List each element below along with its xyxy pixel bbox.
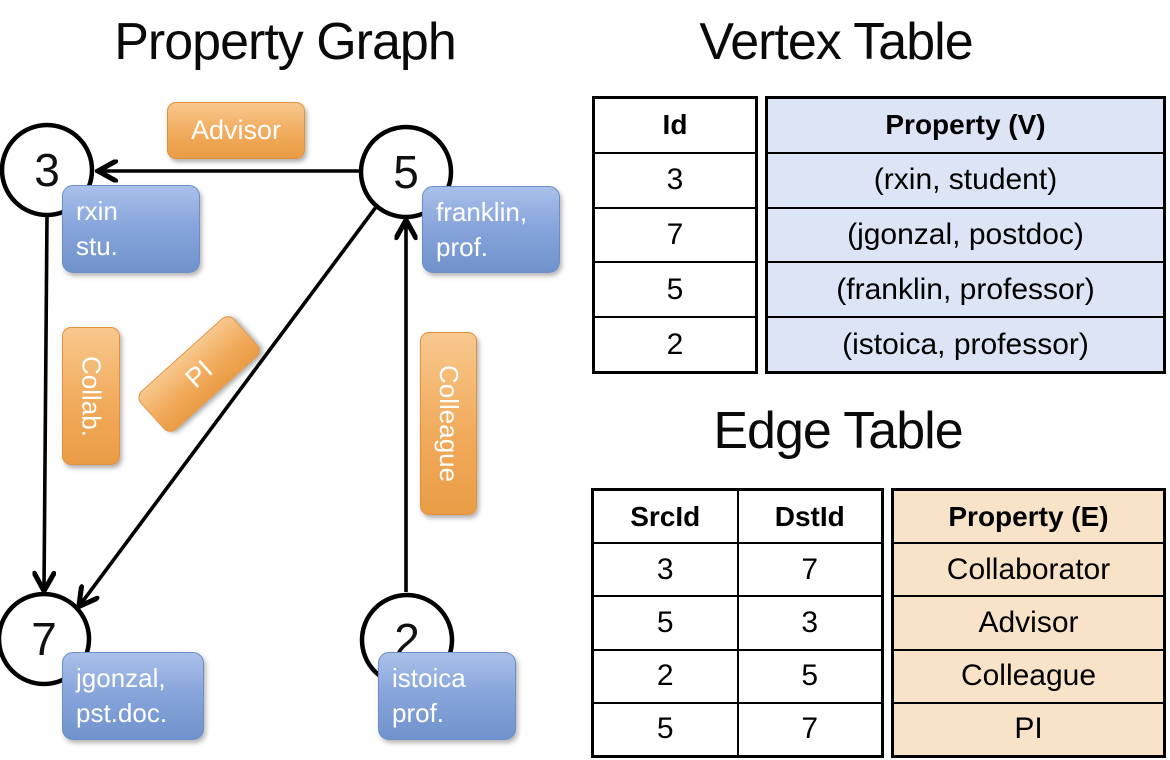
edge-table-src-cell: 5	[656, 606, 674, 639]
vertex-table-id-column: Id 3 7 5 2	[592, 96, 758, 374]
edge-label-collab: Collab.	[62, 327, 120, 465]
vertex-label-istoica-line1: istoica	[392, 663, 466, 693]
vertex-table-property-header: Property (V)	[768, 99, 1163, 152]
edge-label-advisor: Advisor	[167, 102, 305, 159]
vertex-table-property-cell: (franklin, professor)	[768, 261, 1163, 317]
vertex-table-id-cell: 5	[595, 261, 755, 316]
vertex-label-rxin-line1: rxin	[76, 196, 118, 226]
vertex-table-id-cell: 3	[595, 151, 755, 207]
edge-table-property-cell: Colleague	[894, 648, 1163, 702]
vertex-label-franklin-line2: prof.	[436, 232, 489, 262]
edge-table-dst-cell: 5	[736, 650, 882, 702]
edge-table-dst-cell: 3	[736, 597, 882, 649]
edge-table-ids-columns: SrcId DstId 3 7 5 3 2 5 5 7	[591, 488, 884, 758]
node-5-id: 5	[393, 146, 419, 198]
vertex-label-rxin-line2: stu.	[76, 231, 118, 261]
edge-table-property-header: Property (E)	[894, 491, 1163, 543]
edge-table-dst-cell: 7	[736, 703, 882, 756]
edge-table-title: Edge Table	[713, 402, 963, 460]
vertex-table-property-column: Property (V) (rxin, student) (jgonzal, p…	[765, 96, 1166, 374]
edge-table-dstid-header: DstId	[736, 491, 882, 543]
edge-table-property-column: Property (E) Collaborator Advisor Collea…	[891, 488, 1166, 758]
vertex-table-id-header: Id	[662, 109, 688, 141]
edge-table-property-cell: Collaborator	[894, 542, 1163, 596]
vertex-label-franklin-line1: franklin,	[436, 197, 528, 227]
vertex-label-jgonzal-line2: pst.doc.	[76, 698, 168, 728]
edge-table-property-cell: Advisor	[894, 595, 1163, 649]
edge-collab-3-to-7	[44, 214, 47, 589]
vertex-table-id-cell: 7	[595, 206, 755, 262]
vertex-table-id-cell: 2	[595, 316, 755, 371]
vertex-table-property-cell: (istoica, professor)	[768, 316, 1163, 371]
vertex-label-jgonzal-line1: jgonzal,	[76, 663, 166, 693]
vertex-label-istoica-line2: prof.	[392, 698, 445, 728]
vertex-label-jgonzal: jgonzal, pst.doc.	[62, 652, 204, 740]
edge-table-dst-cell: 7	[736, 544, 882, 596]
vertex-table-property-cell: (rxin, student)	[768, 151, 1163, 207]
node-3-id: 3	[34, 144, 60, 196]
edge-table-src-cell: 5	[656, 712, 674, 746]
vertex-table-property-cell: (jgonzal, postdoc)	[768, 206, 1163, 262]
vertex-label-rxin: rxin stu.	[62, 185, 200, 273]
node-7-id: 7	[31, 613, 57, 665]
vertex-label-istoica: istoica prof.	[378, 652, 516, 740]
vertex-label-franklin: franklin, prof.	[422, 186, 560, 273]
property-graph-canvas	[0, 122, 455, 688]
edge-pi-5-to-7	[80, 205, 378, 605]
edge-table-property-cell: PI	[894, 701, 1163, 756]
edge-table-src-cell: 3	[656, 552, 674, 586]
edge-label-colleague: Colleague	[420, 332, 477, 515]
vertex-table-title: Vertex Table	[699, 13, 973, 71]
edge-table-srcid-header: SrcId	[630, 500, 701, 532]
property-graph-title: Property Graph	[114, 13, 457, 71]
edge-table-src-cell: 2	[656, 659, 674, 693]
